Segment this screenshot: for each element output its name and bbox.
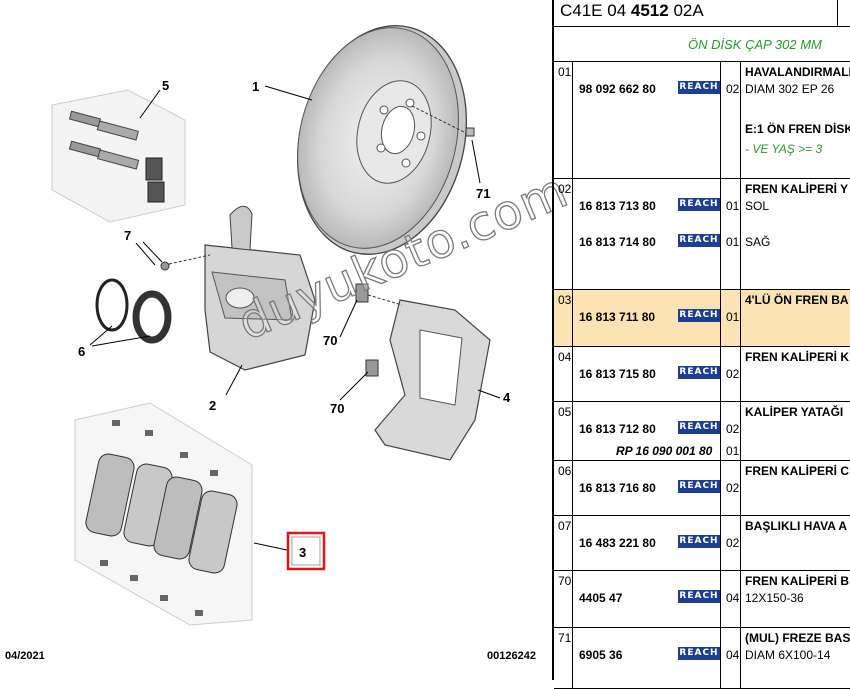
reach-badge: REACH (678, 647, 720, 660)
callout-3: 3 (299, 545, 306, 560)
row-index: 02 (558, 182, 572, 196)
quantity: 02 (726, 367, 740, 381)
brake-disc (296, 25, 468, 255)
reach-badge: REACH (678, 535, 720, 548)
callout-2: 2 (209, 398, 216, 413)
part-description: FREN KALİPERİ K (745, 350, 850, 364)
brake-pad-kit (74, 402, 253, 626)
row-index: 03 (558, 293, 572, 307)
part-description: FREN KALİPERİ Y (745, 182, 849, 196)
part-description: FREN KALİPERİ B (745, 574, 850, 588)
parts-row[interactable]: 03 16 813 711 80 REACH 01 4'LÜ ÖN FREN BA (554, 290, 850, 347)
reach-badge: REACH (678, 590, 720, 603)
row-index: 01 (558, 65, 572, 79)
part-description: HAVALANDIRMALI (745, 65, 850, 79)
parts-row[interactable]: 07 16 483 221 80 REACH 02 BAŞLIKLI HAVA A (554, 516, 850, 571)
diagram-drawing: 1 71 5 7 6 2 70 70 4 3 (51, 25, 511, 626)
reach-badge: REACH (678, 309, 720, 322)
parts-row[interactable]: 04 16 813 715 80 REACH 02 FREN KALİPERİ K (554, 347, 850, 402)
part-description: KALİPER YATAĞI (745, 405, 844, 419)
part-number: 16 483 221 80 (579, 536, 656, 550)
parts-row[interactable]: 02 16 813 713 80 REACH 01 16 813 714 80 REACH… (554, 179, 850, 290)
row-index: 06 (558, 464, 572, 478)
reach-badge: REACH (678, 421, 720, 434)
quantity: 01 (726, 310, 740, 324)
part-number: 98 092 662 80 (579, 82, 656, 96)
reach-badge: REACH (678, 198, 720, 211)
part-condition: - VE YAŞ >= 3 (745, 142, 823, 156)
diagram-ref: 00126242 (487, 650, 536, 662)
part-description-detail: DIAM 6X100-14 (745, 648, 831, 662)
row-index: 04 (558, 350, 572, 364)
part-description: BAŞLIKLI HAVA A (745, 519, 847, 533)
parts-list: C41E 04 4512 02A ÖN DİSK ÇAP 302 MM 01 98… (552, 0, 850, 689)
callout-4: 4 (503, 390, 511, 405)
part-number: 16 813 713 80 (579, 199, 656, 213)
parts-row[interactable]: 06 16 813 716 80 REACH 02 FREN KALİPERİ C (554, 461, 850, 516)
part-number: 16 813 715 80 (579, 367, 656, 381)
part-number: 16 813 716 80 (579, 481, 656, 495)
row-index: 05 (558, 405, 572, 419)
part-description-detail: 12X150-36 (745, 591, 804, 605)
quantity: 01 (726, 444, 740, 458)
callout-5: 5 (162, 78, 169, 93)
part-description: (MUL) FREZE BAS (745, 631, 850, 645)
parts-header: C41E 04 4512 02A (554, 0, 850, 27)
callout-7: 7 (124, 228, 131, 243)
callout-6: 6 (78, 344, 85, 359)
callout-70-bottom: 70 (330, 401, 344, 416)
part-number-alt: 16 813 714 80 (579, 235, 656, 249)
part-description: 4'LÜ ÖN FREN BA (745, 293, 849, 307)
part-number: 16 813 711 80 (579, 310, 656, 324)
parts-row[interactable]: 70 4405 47 REACH 04 FREN KALİPERİ B 12X150-36 (554, 571, 850, 628)
quantity: 02 (726, 481, 740, 495)
reach-badge: REACH (678, 234, 720, 247)
caliper-bracket (355, 283, 491, 461)
parts-diagram: 1 71 5 7 6 2 70 70 4 3 duyukoto.com 04/2… (5, 25, 577, 662)
quantity: 02 (726, 82, 740, 96)
part-description: FREN KALİPERİ C (745, 464, 850, 478)
row-index: 71 (558, 631, 572, 645)
piston-seals (95, 278, 172, 344)
part-number: 6905 36 (579, 648, 623, 662)
leader-lines (89, 85, 501, 551)
brake-caliper (160, 205, 316, 371)
disc-screw (411, 105, 475, 137)
quantity: 02 (726, 422, 740, 436)
reach-badge: REACH (678, 480, 720, 493)
diagram-date: 04/2021 (5, 650, 45, 662)
part-description-detail: DIAM 302 EP 26 (745, 82, 835, 96)
replacement-part-number: RP 16 090 001 80 (616, 444, 713, 458)
callout-3-highlight[interactable]: 3 (286, 531, 326, 571)
part-description-variant: SAĞ (745, 235, 771, 249)
group-code: C41E 04 4512 02A (560, 1, 704, 20)
part-description-detail: SOL (745, 199, 770, 213)
callout-1: 1 (252, 79, 259, 94)
quantity: 04 (726, 591, 740, 605)
quantity: 04 (726, 648, 740, 662)
part-number: 16 813 712 80 (579, 422, 656, 436)
row-index: 70 (558, 574, 572, 588)
quantity: 01 (726, 235, 740, 249)
callout-70-top: 70 (323, 333, 337, 348)
callout-71: 71 (476, 186, 490, 201)
reach-badge: REACH (678, 366, 720, 379)
quantity: 01 (726, 199, 740, 213)
row-index: 07 (558, 519, 572, 533)
part-number: 4405 47 (579, 591, 623, 605)
parts-subtitle: ÖN DİSK ÇAP 302 MM (688, 37, 822, 52)
part-description-variant: E:1 ÖN FREN DİSK (745, 122, 850, 136)
quantity: 02 (726, 536, 740, 550)
guide-pin-kit (51, 89, 186, 223)
parts-row[interactable]: 05 16 813 712 80 REACH 02 RP 16 090 001 80 01… (554, 402, 850, 461)
reach-badge: REACH (678, 81, 720, 94)
parts-subtitle-bar: ÖN DİSK ÇAP 302 MM (554, 27, 850, 62)
